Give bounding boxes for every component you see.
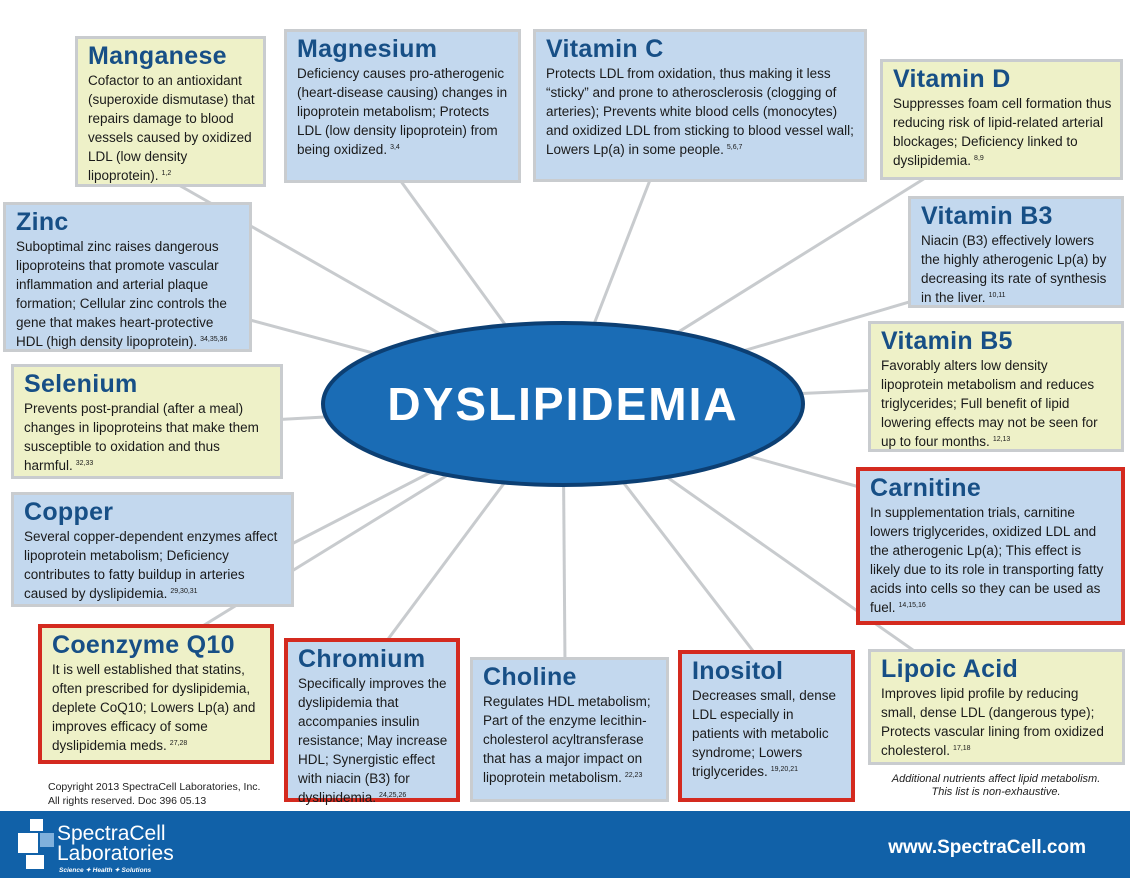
nutrient-box-coenzyme-q10: Coenzyme Q10 It is well established that… [38,624,274,764]
nutrient-description: Suppresses foam cell formation thus redu… [893,96,1112,168]
nutrient-title: Vitamin B3 [921,202,1053,230]
nutrient-box-manganese: Manganese Cofactor to an antioxidant (su… [75,36,266,187]
spectracell-logo-icon [18,819,54,869]
center-title: DYSLIPIDEMIA [387,378,739,430]
nutrient-refs: 34,35,36 [200,336,228,343]
nutrient-description: Specifically improves the dyslipidemia t… [298,676,448,805]
nutrient-title: Vitamin D [893,65,1011,93]
nutrient-title: Zinc [16,208,69,236]
nutrient-description: Improves lipid profile by reducing small… [881,686,1104,758]
nutrient-description: Deficiency causes pro-atherogenic (heart… [297,66,508,157]
nutrient-box-vitamin-c: Vitamin C Protects LDL from oxidation, t… [533,29,867,182]
website-link[interactable]: www.SpectraCell.com [888,837,1086,858]
nutrient-box-lipoic-acid: Lipoic Acid Improves lipid profile by re… [868,649,1125,765]
center-ellipse: DYSLIPIDEMIA [318,318,808,490]
nutrient-title: Carnitine [870,474,982,502]
nutrient-box-selenium: Selenium Prevents post-prandial (after a… [11,364,283,479]
nutrient-refs: 24,25,26 [379,792,407,799]
copyright-notice: Copyright 2013 SpectraCell Laboratories,… [48,780,288,808]
nutrient-title: Selenium [24,370,138,398]
brand-tagline: Science ✦ Health ✦ Solutions [59,867,152,874]
nutrient-title: Choline [483,663,577,691]
disclaimer-note: Additional nutrients affect lipid metabo… [862,773,1130,799]
copyright-line: All rights reserved. Doc 396 05.13 [48,795,207,807]
nutrient-title: Coenzyme Q10 [52,631,235,659]
brand-name-line2: Laboratories [57,842,174,865]
nutrient-box-vitamin-b3: Vitamin B3 Niacin (B3) effectively lower… [908,196,1124,308]
brand-name: SpectraCell [57,822,166,845]
copyright-line: Copyright 2013 SpectraCell Laboratories,… [48,781,261,793]
nutrient-refs: 3,4 [390,144,400,151]
note-line: This list is non-exhaustive. [931,786,1061,798]
nutrient-title: Vitamin C [546,35,664,63]
nutrient-box-inositol: Inositol Decreases small, dense LDL espe… [678,650,855,802]
nutrient-refs: 27,28 [169,740,188,747]
nutrient-title: Manganese [88,42,227,70]
nutrient-description: It is well established that statins, oft… [52,662,256,753]
nutrient-box-vitamin-d: Vitamin D Suppresses foam cell formation… [880,59,1123,180]
nutrient-title: Inositol [692,657,784,685]
nutrient-title: Magnesium [297,35,438,63]
nutrient-description: Regulates HDL metabolism; Part of the en… [483,694,651,785]
ellipse-shape [321,321,805,487]
nutrient-title: Vitamin B5 [881,327,1013,355]
footer-bar: SpectraCell Laboratories Science ✦ Healt… [0,811,1130,878]
note-line: Additional nutrients affect lipid metabo… [891,773,1101,785]
nutrient-box-chromium: Chromium Specifically improves the dysli… [284,638,460,805]
nutrient-refs: 32,33 [75,460,94,467]
nutrient-title: Chromium [298,645,426,673]
nutrient-refs: 5,6,7 [726,144,743,151]
nutrient-refs: 29,30,31 [170,588,198,595]
nutrient-description: Favorably alters low density lipoprotein… [881,358,1098,449]
nutrient-description: Suboptimal zinc raises dangerous lipopro… [16,239,228,349]
nutrient-refs: 8,9 [974,155,984,162]
nutrient-box-zinc: Zinc Suboptimal zinc raises dangerous li… [3,202,252,352]
nutrient-description: Protects LDL from oxidation, thus making… [546,66,854,157]
nutrient-description: Prevents post-prandial (after a meal) ch… [24,401,259,473]
nutrient-description: Several copper-dependent enzymes affect … [24,529,278,601]
nutrient-refs: 12,13 [992,436,1011,443]
nutrient-box-magnesium: Magnesium Deficiency causes pro-atheroge… [284,29,521,183]
nutrient-refs: 1,2 [161,170,172,177]
nutrient-box-choline: Choline Regulates HDL metabolism; Part o… [470,657,669,802]
nutrient-description: In supplementation trials, carnitine low… [870,505,1104,615]
nutrient-refs: 22,23 [624,772,643,779]
nutrient-description: Decreases small, dense LDL especially in… [692,688,837,779]
nutrient-box-vitamin-b5: Vitamin B5 Favorably alters low density … [868,321,1124,452]
nutrient-refs: 19,20,21 [770,766,799,773]
nutrient-description: Cofactor to an antioxidant (superoxide d… [88,73,255,183]
nutrient-title: Lipoic Acid [881,655,1019,683]
nutrient-refs: 14,15,16 [898,602,926,609]
nutrient-box-copper: Copper Several copper-dependent enzymes … [11,492,294,607]
nutrient-description: Niacin (B3) effectively lowers the highl… [921,233,1107,305]
nutrient-title: Copper [24,498,114,526]
nutrient-refs: 17,18 [953,745,971,752]
nutrient-box-carnitine: Carnitine In supplementation trials, car… [856,467,1125,625]
nutrient-refs: 10,11 [988,292,1006,299]
